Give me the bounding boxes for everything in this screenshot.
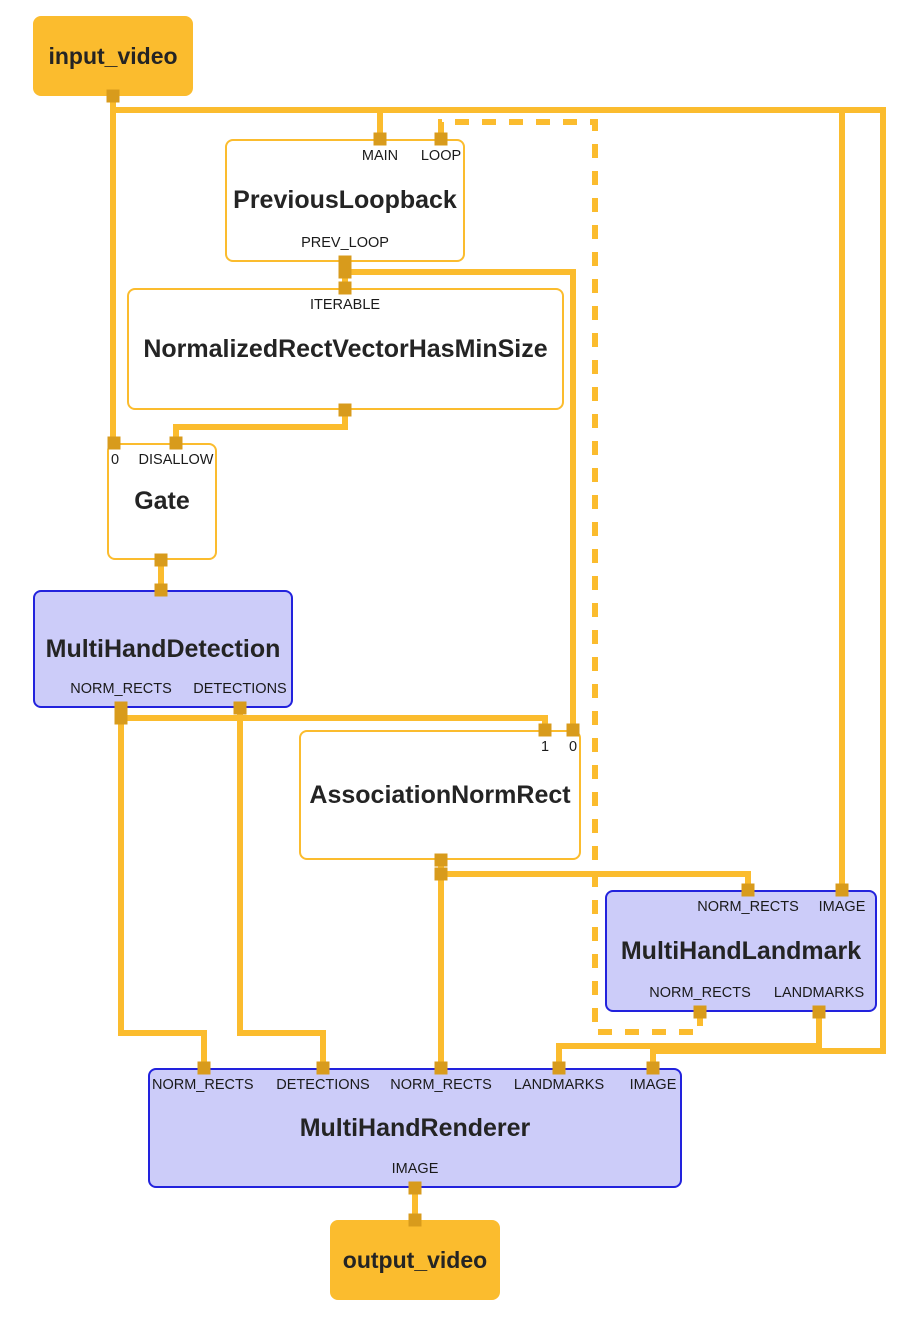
edge-landmark-landmarks-to-renderer	[556, 1012, 822, 1068]
junction-renderer-image-out	[408, 1181, 422, 1195]
port-multi_hand_landmark-in-norm_rects[interactable]	[741, 883, 755, 897]
edge-input-to-prevloop-main	[113, 107, 383, 139]
node-title-output_video: output_video	[342, 1246, 488, 1273]
port-association_norm_rect-out-0[interactable]	[434, 853, 448, 867]
port-output_video-in-0[interactable]	[408, 1213, 422, 1227]
port-label-gate-in-0: 0	[111, 452, 120, 468]
edge-prevloop-to-assoc0	[345, 269, 576, 730]
port-label-multi_hand_renderer-in-landmarks: LANDMARKS	[513, 1077, 605, 1093]
edge-landmark-normrects-loopback	[438, 119, 703, 1035]
port-label-multi_hand_renderer-in-norm_rects: NORM_RECTS	[390, 1077, 492, 1093]
port-multi_hand_detection-out-detections[interactable]	[233, 701, 247, 715]
port-multi_hand_renderer-in-landmarks[interactable]	[552, 1061, 566, 1075]
port-previous_loopback-out-prev_loop[interactable]	[338, 255, 352, 269]
port-input_video-out-0[interactable]	[106, 89, 120, 103]
node-has_min_size[interactable]: NormalizedRectVectorHasMinSize	[127, 288, 564, 410]
node-title-previous_loopback: PreviousLoopback	[233, 186, 457, 215]
node-multi_hand_detection[interactable]: MultiHandDetection	[33, 590, 293, 708]
port-multi_hand_renderer-in-norm_rects[interactable]	[434, 1061, 448, 1075]
port-label-multi_hand_detection-out-norm_rects: NORM_RECTS	[70, 681, 172, 697]
junction-assoc-branch	[434, 867, 448, 881]
junction-gate-to-detection	[154, 583, 168, 597]
port-has_min_size-in-iterable[interactable]	[338, 281, 352, 295]
junction-detection-normrects-branch	[114, 711, 128, 725]
node-title-multi_hand_renderer: MultiHandRenderer	[299, 1113, 531, 1142]
node-multi_hand_landmark[interactable]: MultiHandLandmark	[605, 890, 877, 1012]
edge-detection-normrects-to-renderer	[118, 718, 207, 1068]
edge-detection-normrects-to-assoc1	[118, 708, 548, 730]
port-multi_hand_renderer-in-norm_rects[interactable]	[197, 1061, 211, 1075]
port-label-multi_hand_landmark-in-image: IMAGE	[818, 899, 866, 915]
port-has_min_size-out-0[interactable]	[338, 403, 352, 417]
port-gate-in-0[interactable]	[107, 436, 121, 450]
port-label-previous_loopback-out-prev_loop: PREV_LOOP	[301, 235, 389, 251]
node-previous_loopback[interactable]: PreviousLoopback	[225, 139, 465, 262]
port-label-gate-in-disallow: DISALLOW	[138, 452, 214, 468]
port-label-multi_hand_landmark-in-norm_rects: NORM_RECTS	[697, 899, 799, 915]
port-gate-out-0[interactable]	[154, 553, 168, 567]
port-label-multi_hand_landmark-out-norm_rects: NORM_RECTS	[649, 985, 751, 1001]
node-title-multi_hand_detection: MultiHandDetection	[45, 634, 281, 663]
port-label-multi_hand_landmark-out-landmarks: LANDMARKS	[773, 985, 865, 1001]
node-title-gate: Gate	[134, 487, 190, 516]
node-title-input_video: input_video	[48, 42, 178, 69]
port-previous_loopback-in-loop[interactable]	[434, 132, 448, 146]
port-association_norm_rect-in-1[interactable]	[538, 723, 552, 737]
node-title-multi_hand_landmark: MultiHandLandmark	[620, 936, 862, 965]
node-association_norm_rect[interactable]: AssociationNormRect	[299, 730, 581, 860]
port-label-multi_hand_renderer-in-image: IMAGE	[629, 1077, 677, 1093]
edge-image-to-renderer-image	[650, 107, 886, 1068]
edge-detection-detections-to-renderer	[237, 708, 326, 1068]
node-output_video[interactable]: output_video	[330, 1220, 500, 1300]
port-label-multi_hand_renderer-out-image: IMAGE	[391, 1161, 439, 1177]
port-multi_hand_landmark-out-norm_rects[interactable]	[693, 1005, 707, 1019]
port-multi_hand_landmark-out-landmarks[interactable]	[812, 1005, 826, 1019]
node-title-association_norm_rect: AssociationNormRect	[309, 780, 571, 809]
node-multi_hand_renderer[interactable]: MultiHandRenderer	[148, 1068, 682, 1188]
port-multi_hand_renderer-in-image[interactable]	[646, 1061, 660, 1075]
port-label-previous_loopback-in-loop: LOOP	[420, 148, 462, 164]
edge-hasminsize-to-gate-disallow	[173, 410, 348, 443]
port-label-multi_hand_detection-out-detections: DETECTIONS	[193, 681, 287, 697]
node-gate[interactable]: Gate	[107, 443, 217, 560]
node-input_video[interactable]: input_video	[33, 16, 193, 96]
port-association_norm_rect-in-0[interactable]	[566, 723, 580, 737]
port-label-association_norm_rect-in-1: 1	[540, 739, 550, 755]
port-multi_hand_detection-out-norm_rects[interactable]	[114, 701, 128, 715]
port-multi_hand_renderer-in-detections[interactable]	[316, 1061, 330, 1075]
port-label-multi_hand_renderer-in-norm_rects: NORM_RECTS	[152, 1077, 254, 1093]
port-label-previous_loopback-in-main: MAIN	[361, 148, 399, 164]
port-label-has_min_size-in-iterable: ITERABLE	[309, 297, 381, 313]
port-label-association_norm_rect-in-0: 0	[568, 739, 578, 755]
node-title-has_min_size: NormalizedRectVectorHasMinSize	[143, 334, 548, 363]
port-multi_hand_landmark-in-image[interactable]	[835, 883, 849, 897]
port-label-multi_hand_renderer-in-detections: DETECTIONS	[276, 1077, 370, 1093]
junction-prevloop-branch	[338, 265, 352, 279]
port-previous_loopback-in-main[interactable]	[373, 132, 387, 146]
port-gate-in-disallow[interactable]	[169, 436, 183, 450]
